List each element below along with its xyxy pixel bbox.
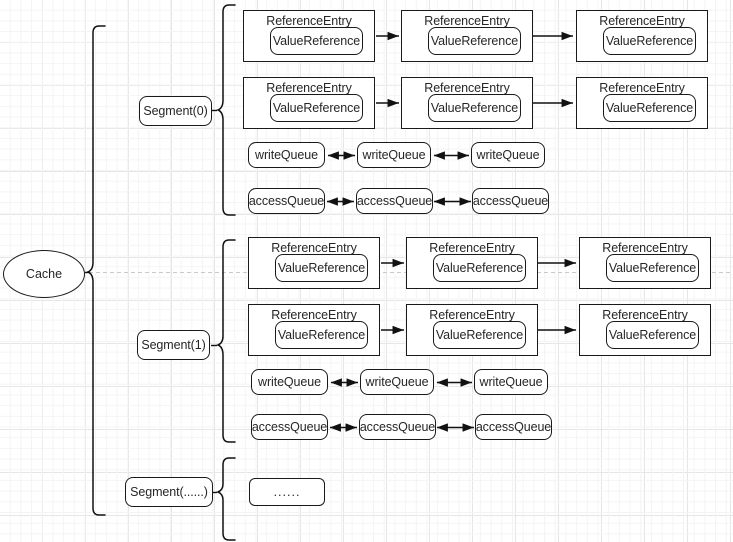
reference-entry-card[interactable]: ReferenceEntry ValueReference: [243, 10, 375, 62]
write-queue-label: writeQueue: [479, 375, 543, 389]
reference-entry-title: ReferenceEntry: [599, 81, 685, 95]
reference-entry-title: ReferenceEntry: [602, 241, 688, 255]
segment-node-n[interactable]: Segment(......): [125, 477, 213, 507]
reference-entry-card[interactable]: ReferenceEntry ValueReference: [401, 10, 533, 62]
value-reference-box[interactable]: ValueReference: [606, 254, 699, 282]
access-queue-label: accessQueue: [359, 420, 436, 434]
segment-node-0-label: Segment(0): [143, 104, 208, 118]
reference-entry-title: ReferenceEntry: [266, 81, 352, 95]
value-reference-box[interactable]: ValueReference: [433, 254, 526, 282]
reference-entry-card[interactable]: ReferenceEntry ValueReference: [579, 237, 711, 289]
value-reference-box[interactable]: ValueReference: [603, 94, 696, 122]
reference-entry-title: ReferenceEntry: [271, 308, 357, 322]
segment-0-brace: [215, 4, 236, 216]
value-reference-box[interactable]: ValueReference: [428, 27, 521, 55]
reference-entry-card[interactable]: ReferenceEntry ValueReference: [576, 77, 708, 129]
write-queue-node[interactable]: writeQueue: [251, 369, 328, 395]
reference-entry-title: ReferenceEntry: [602, 308, 688, 322]
reference-entry-title: ReferenceEntry: [424, 14, 510, 28]
write-queue-node[interactable]: writeQueue: [248, 142, 325, 168]
access-queue-node[interactable]: accessQueue: [472, 188, 549, 214]
access-queue-label: accessQueue: [356, 194, 433, 208]
reference-entry-title: ReferenceEntry: [429, 241, 515, 255]
cache-node[interactable]: Cache: [3, 250, 85, 298]
write-queue-node[interactable]: writeQueue: [471, 142, 545, 168]
value-reference-box[interactable]: ValueReference: [275, 321, 368, 349]
reference-entry-card[interactable]: ReferenceEntry ValueReference: [406, 304, 538, 356]
cache-brace: [85, 25, 106, 516]
access-queue-label: accessQueue: [472, 194, 549, 208]
reference-entry-card[interactable]: ReferenceEntry ValueReference: [576, 10, 708, 62]
write-queue-label: writeQueue: [365, 375, 429, 389]
segment-n-brace: [215, 457, 236, 541]
value-reference-box[interactable]: ValueReference: [603, 27, 696, 55]
access-queue-node[interactable]: accessQueue: [251, 414, 328, 440]
reference-entry-title: ReferenceEntry: [266, 14, 352, 28]
write-queue-node[interactable]: writeQueue: [474, 369, 548, 395]
write-queue-label: writeQueue: [476, 148, 540, 162]
access-queue-node[interactable]: accessQueue: [356, 188, 433, 214]
reference-entry-card[interactable]: ReferenceEntry ValueReference: [248, 237, 380, 289]
reference-entry-card[interactable]: ReferenceEntry ValueReference: [579, 304, 711, 356]
value-reference-box[interactable]: ValueReference: [270, 27, 363, 55]
access-queue-node[interactable]: accessQueue: [475, 414, 552, 440]
value-reference-box[interactable]: ValueReference: [270, 94, 363, 122]
segment-node-n-label: Segment(......): [130, 485, 208, 499]
write-queue-label: writeQueue: [258, 375, 321, 389]
value-reference-box[interactable]: ValueReference: [428, 94, 521, 122]
access-queue-label: accessQueue: [475, 420, 552, 434]
reference-entry-title: ReferenceEntry: [599, 14, 685, 28]
write-queue-node[interactable]: writeQueue: [357, 142, 431, 168]
reference-entry-card[interactable]: ReferenceEntry ValueReference: [243, 77, 375, 129]
write-queue-node[interactable]: writeQueue: [360, 369, 434, 395]
access-queue-node[interactable]: accessQueue: [248, 188, 325, 214]
segment-1-brace: [215, 239, 236, 443]
segment-placeholder-label: ......: [273, 485, 301, 499]
reference-entry-title: ReferenceEntry: [424, 81, 510, 95]
reference-entry-card[interactable]: ReferenceEntry ValueReference: [406, 237, 538, 289]
reference-entry-card[interactable]: ReferenceEntry ValueReference: [248, 304, 380, 356]
segment-node-1-label: Segment(1): [141, 338, 206, 352]
write-queue-label: writeQueue: [255, 148, 318, 162]
access-queue-label: accessQueue: [248, 194, 325, 208]
cache-node-label: Cache: [25, 267, 63, 281]
segment-node-1[interactable]: Segment(1): [137, 330, 210, 360]
value-reference-box[interactable]: ValueReference: [606, 321, 699, 349]
reference-entry-card[interactable]: ReferenceEntry ValueReference: [401, 77, 533, 129]
segment-placeholder-box[interactable]: ......: [249, 478, 325, 506]
access-queue-node[interactable]: accessQueue: [359, 414, 436, 440]
value-reference-box[interactable]: ValueReference: [433, 321, 526, 349]
access-queue-label: accessQueue: [251, 420, 328, 434]
value-reference-box[interactable]: ValueReference: [275, 254, 368, 282]
write-queue-label: writeQueue: [362, 148, 426, 162]
reference-entry-title: ReferenceEntry: [429, 308, 515, 322]
reference-entry-title: ReferenceEntry: [271, 241, 357, 255]
segment-node-0[interactable]: Segment(0): [139, 96, 212, 126]
